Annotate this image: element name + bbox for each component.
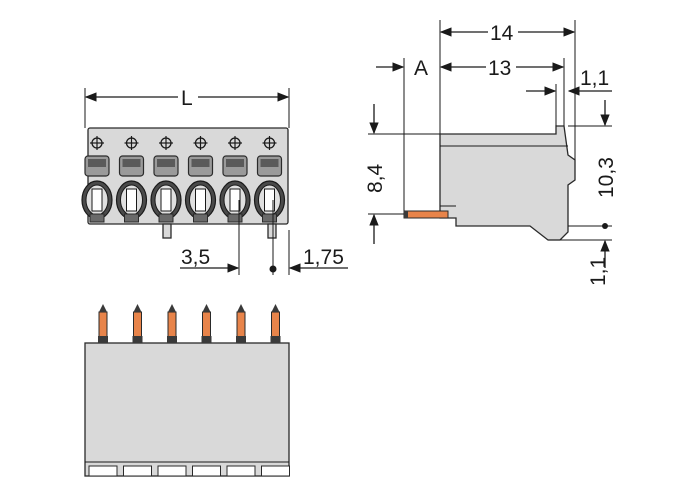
solder-pin	[98, 304, 108, 344]
dim-1-1-bottom-label: 1,1	[587, 257, 610, 286]
front-pole	[115, 136, 148, 223]
dim-14-label: 14	[490, 22, 514, 45]
front-poles	[81, 136, 286, 223]
mount-peg-left	[162, 223, 172, 239]
dim-a-label: A	[414, 57, 428, 80]
solder-pin	[270, 304, 281, 344]
pitch-label: 3,5	[181, 246, 210, 269]
front-pole	[253, 136, 286, 223]
solder-pin	[236, 304, 246, 344]
clamp-spring-icon	[81, 180, 113, 220]
test-slot-crosshair-icon	[124, 136, 139, 150]
bottom-slots	[88, 465, 290, 477]
test-slot-crosshair-icon	[90, 136, 104, 150]
clamp-spring-icon	[184, 180, 217, 220]
bottom-slot	[226, 465, 256, 477]
bottom-slot	[88, 465, 118, 477]
clamp-spring-icon	[253, 180, 286, 220]
bottom-slot	[192, 465, 221, 477]
front-pole	[219, 136, 251, 223]
pin-center-dot	[269, 265, 277, 273]
solder-pin	[201, 304, 212, 344]
clamp-spring-icon	[219, 180, 251, 220]
bottom-slot	[261, 465, 290, 477]
bottom-slot	[157, 465, 187, 477]
dim-8-4-label: 8,4	[364, 163, 387, 193]
test-slot-crosshair-icon	[193, 136, 208, 150]
side-housing	[439, 125, 576, 241]
front-pole	[184, 136, 217, 223]
test-slot-crosshair-icon	[159, 136, 173, 150]
front-view: L 3,5 1,75	[81, 84, 348, 275]
l-label: L	[181, 87, 193, 110]
offset-label: 1,75	[303, 246, 344, 269]
bottom-view	[84, 304, 290, 477]
test-slot-crosshair-icon	[228, 136, 242, 150]
dim-13-label: 13	[488, 57, 511, 80]
bottom-slot	[123, 465, 152, 477]
side-pin	[403, 210, 449, 219]
mount-peg-right	[267, 223, 277, 239]
test-slot-crosshair-icon	[262, 136, 277, 150]
front-pole	[81, 136, 113, 223]
clamp-spring-icon	[150, 180, 182, 220]
dim-1-1-top-label: 1,1	[580, 67, 609, 90]
side-view: 14 A 13 1,1 8,4 10,3 1,1	[364, 20, 618, 286]
solder-pin	[132, 304, 143, 344]
front-pole	[150, 136, 182, 223]
solder-pin	[167, 304, 177, 344]
clamp-spring-icon	[115, 180, 148, 220]
bottom-housing	[84, 342, 290, 477]
dim-10-3-label: 10,3	[595, 157, 618, 198]
bottom-pins	[98, 304, 281, 344]
